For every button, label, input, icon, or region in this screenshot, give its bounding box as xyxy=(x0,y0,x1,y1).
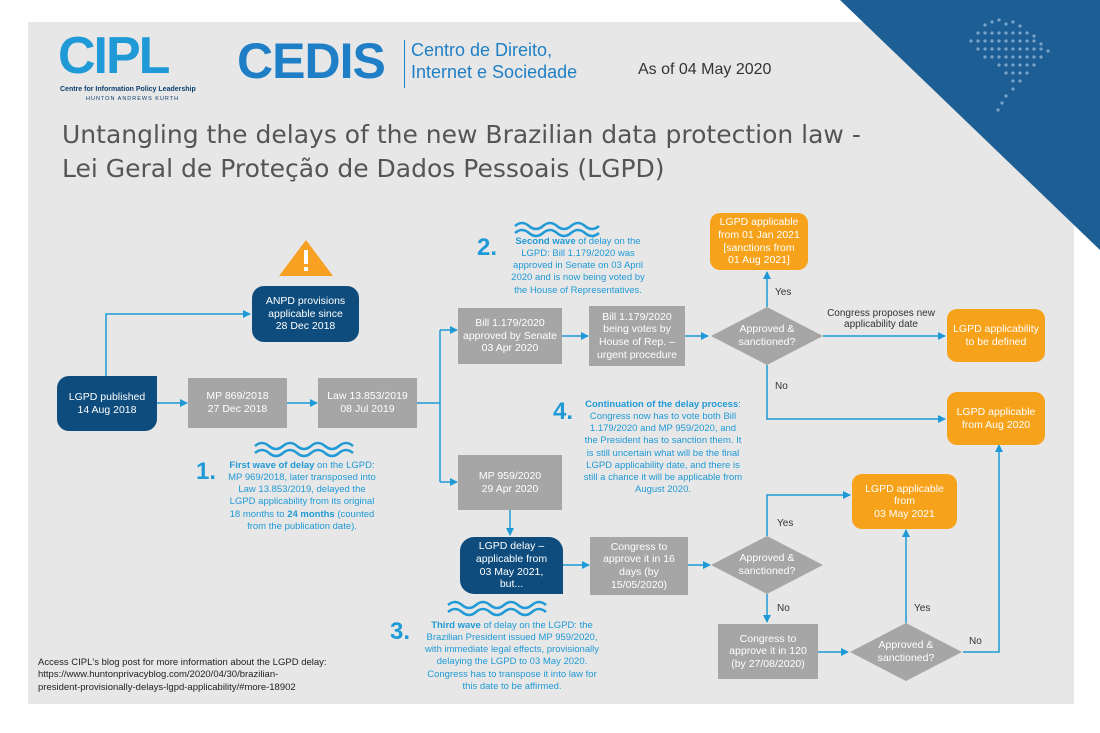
wave-4-heading: Continuation of the delay process xyxy=(585,399,739,410)
wave-1-description: First wave of delay on the LGPD: MP 969/… xyxy=(228,460,376,533)
wave-4-description: Continuation of the delay process: Congr… xyxy=(583,399,743,496)
congress-16-days-node: Congress to approve it in 16 days (by 15… xyxy=(590,537,688,595)
as-of-date: As of 04 May 2020 xyxy=(638,61,772,78)
lgpd-delay-node: LGPD delay – applicable from 03 May 2021… xyxy=(460,537,563,594)
wave-3-heading: Third wave xyxy=(431,620,481,631)
cipl-logo: CIPL xyxy=(58,27,170,85)
edge-label-yes-2: Yes xyxy=(777,518,794,529)
wave-1-heading: First wave of delay xyxy=(229,460,315,471)
edge-label-yes-1: Yes xyxy=(775,287,792,298)
cedis-logo-subtitle: Centro de Direito, Internet e Sociedade xyxy=(411,40,578,82)
wave-3-description: Third wave of delay on the LGPD: the Bra… xyxy=(422,620,602,693)
mp869-node: MP 869/2018 27 Dec 2018 xyxy=(188,378,287,428)
page-title: Untangling the delays of the new Brazili… xyxy=(62,120,861,183)
edge-label-no-2: No xyxy=(777,603,790,614)
wave-3-number: 3. xyxy=(390,618,411,645)
warning-triangle-icon xyxy=(279,240,333,276)
edge-label-congress-new-date: Congress proposes new applicability date xyxy=(827,308,935,330)
applicable-jan-2021-node: LGPD applicable from 01 Jan 2021 [sancti… xyxy=(710,213,808,270)
wave-1-number: 1. xyxy=(196,458,217,485)
law13853-node: Law 13.853/2019 08 Jul 2019 xyxy=(318,378,417,428)
decision-3-label: Approved & sanctioned? xyxy=(877,639,935,664)
decision-diamonds xyxy=(711,307,962,681)
applicable-aug-2020-node: LGPD applicable from Aug 2020 xyxy=(947,392,1045,445)
wave-1-body: on the LGPD: MP 969/2018, later transpos… xyxy=(228,460,376,520)
wave-4-body: : Congress now has to vote both Bill 1.1… xyxy=(583,399,743,496)
applicable-may-2021-node: LGPD applicable from 03 May 2021 xyxy=(852,474,957,529)
blog-post-reference: Access CIPL's blog post for more informa… xyxy=(38,657,327,693)
wave-icon xyxy=(254,221,600,617)
applicability-to-be-defined-node: LGPD applicability to be defined xyxy=(947,309,1045,362)
edge-label-no-3: No xyxy=(969,636,982,647)
bill-house-node: Bill 1.179/2020 being votes by House of … xyxy=(589,306,685,366)
bill-senate-node: Bill 1.179/2020 approved by Senate 03 Ap… xyxy=(458,308,562,364)
cipl-logo-firm: HUNTON ANDREWS KURTH xyxy=(86,96,180,102)
wave-2-description: Second wave of delay on the LGPD: Bill 1… xyxy=(507,236,649,297)
edge-label-yes-3: Yes xyxy=(914,603,931,614)
mp959-node: MP 959/2020 29 Apr 2020 xyxy=(458,455,562,510)
wave-4-number: 4. xyxy=(553,398,574,425)
decision-2-label: Approved & sanctioned? xyxy=(738,552,796,577)
congress-120-days-node: Congress to approve it in 120 (by 27/08/… xyxy=(718,624,818,679)
wave-2-number: 2. xyxy=(477,234,498,261)
wave-2-heading: Second wave xyxy=(515,236,576,247)
lgpd-published-node: LGPD published 14 Aug 2018 xyxy=(57,376,157,431)
wave-2-body: of delay on the LGPD: Bill 1.179/2020 wa… xyxy=(511,236,645,296)
cipl-logo-subtitle: Centre for Information Policy Leadership xyxy=(60,86,196,93)
wave-1-months: 24 months xyxy=(287,508,335,520)
cedis-logo: CEDIS xyxy=(237,33,386,89)
edge-label-no-1: No xyxy=(775,381,788,392)
wave-3-body: of delay on the LGPD: the Brazilian Pres… xyxy=(424,620,600,692)
decision-1-label: Approved & sanctioned? xyxy=(738,323,796,348)
anpd-provisions-node: ANPD provisions applicable since 28 Dec … xyxy=(252,286,359,342)
cedis-divider xyxy=(404,40,405,88)
wave-1-tail: (counted from the publication date). xyxy=(247,508,375,532)
